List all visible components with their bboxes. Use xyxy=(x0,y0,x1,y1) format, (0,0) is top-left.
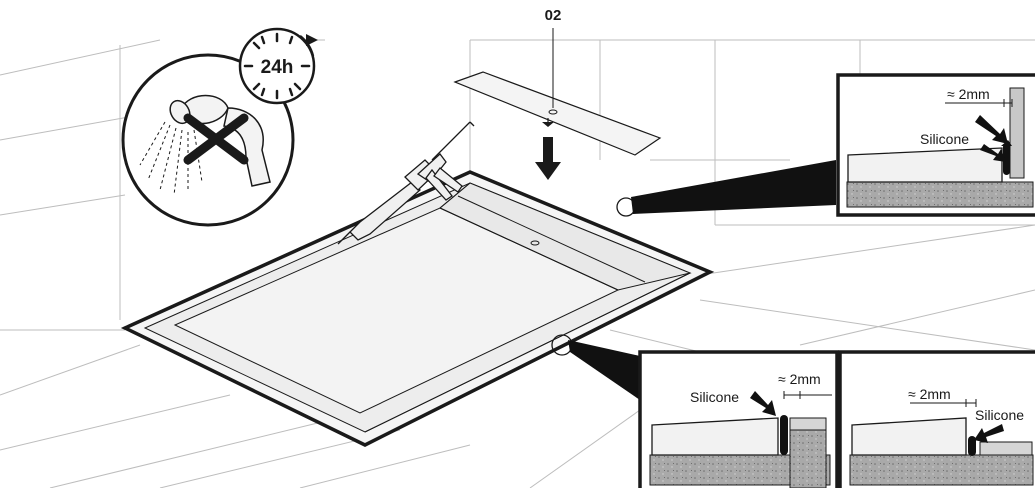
down-arrow-icon xyxy=(535,118,561,180)
step-number: 02 xyxy=(545,7,562,24)
detail-bottom-left-sealant-label: Silicone xyxy=(690,389,739,405)
drain-hole xyxy=(530,240,540,246)
silicone-gun-icon xyxy=(337,121,475,245)
detail-bottom-left: ≈ 2mm Silicone xyxy=(638,350,839,488)
drain-cover xyxy=(453,28,662,156)
callout-top xyxy=(616,160,836,217)
detail-top-gap-label: ≈ 2mm xyxy=(947,86,990,102)
callout-bottom xyxy=(551,334,640,400)
detail-bottom-left-gap-label: ≈ 2mm xyxy=(778,371,821,387)
floor-tile-lines xyxy=(0,224,1035,488)
shower-tray xyxy=(120,170,715,447)
timer-label: 24h xyxy=(261,57,294,78)
detail-top-sealant-label: Silicone xyxy=(920,131,969,147)
detail-bottom-right: ≈ 2mm Silicone xyxy=(838,350,1035,488)
detail-top: ≈ 2mm Silicone xyxy=(836,73,1035,217)
no-shower-icon xyxy=(121,53,295,227)
clock-icon: 24h xyxy=(238,27,318,105)
detail-bottom-right-gap-label: ≈ 2mm xyxy=(908,386,951,402)
wall-tile-lines xyxy=(0,39,1035,320)
detail-bottom-right-sealant-label: Silicone xyxy=(975,407,1024,423)
